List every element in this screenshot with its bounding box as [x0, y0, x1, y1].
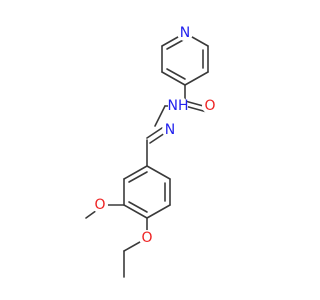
bond — [123, 165, 148, 180]
ethoxy-oxygen-label: O — [141, 230, 152, 246]
bond — [146, 165, 171, 180]
bond — [146, 204, 171, 219]
bond — [123, 204, 148, 219]
carbonyl-oxygen-label: O — [204, 98, 215, 114]
atom-background-layer — [92, 25, 218, 246]
bond — [128, 171, 148, 183]
methoxy-oxygen-label: O — [94, 197, 105, 213]
bond — [184, 71, 209, 86]
bond — [146, 127, 163, 139]
bond — [166, 68, 186, 80]
molecule-diagram: N NH O N O O — [85, 25, 218, 278]
bond — [161, 71, 186, 86]
bond — [184, 105, 208, 113]
pyridine-nitrogen-label: N — [180, 25, 190, 41]
bond — [128, 201, 148, 213]
imine-nitrogen-label: N — [165, 122, 175, 138]
bond — [166, 38, 186, 50]
atom-label-layer: N NH O N O O — [94, 25, 215, 246]
bond — [149, 132, 166, 144]
bond — [154, 105, 166, 127]
amide-nh-label: NH — [168, 98, 189, 114]
structure-canvas: N NH O N O O — [85, 25, 218, 278]
